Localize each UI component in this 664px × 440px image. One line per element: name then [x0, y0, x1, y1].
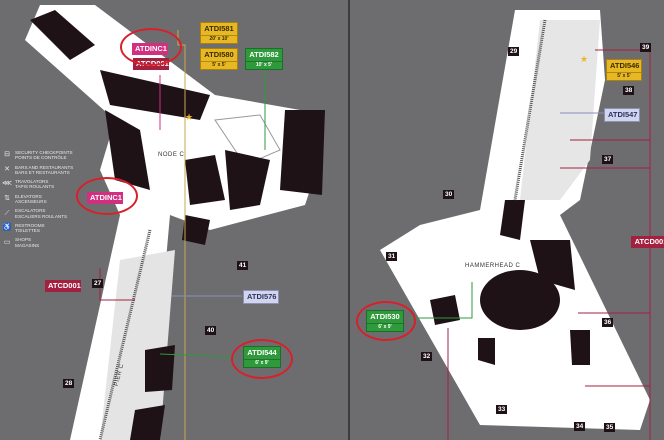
leader-line [408, 282, 473, 319]
gate-30[interactable]: 30 [443, 190, 455, 199]
tag-atdi547[interactable]: ATDI547 [604, 108, 640, 122]
shop-block [130, 405, 165, 440]
pier-c-zone [100, 250, 175, 440]
travolator [513, 19, 547, 201]
shop-block [182, 215, 210, 245]
star-marker-icon: ★ [580, 54, 588, 64]
security-checkpoint-icon: ⊟ [4, 151, 10, 159]
highlight-ring [120, 28, 182, 66]
gate-38[interactable]: 38 [623, 86, 635, 95]
hammerhead-c-label: HAMMERHEAD C [465, 263, 521, 269]
legend-label-fr: POINTS DE CONTRÔLE [15, 155, 67, 161]
shop-icon: ▭ [3, 238, 11, 246]
tag-size: 5' x 5' [201, 60, 237, 69]
gate-32[interactable]: 32 [421, 352, 433, 361]
gate-33[interactable]: 33 [496, 405, 508, 414]
highlight-ring [356, 301, 416, 341]
tag-atcd001-right[interactable]: ATCD001 [631, 236, 664, 248]
leader-line [159, 353, 236, 358]
legend-label-en: SECURITY CHECKPOINTS [15, 150, 73, 155]
tag-code: ATDI546 [610, 61, 640, 70]
tag-code: ATDI580 [204, 50, 234, 59]
leader-line [99, 268, 135, 301]
legend-label-fr: MAGASINS [15, 242, 40, 248]
concourse-zone [520, 20, 600, 200]
restroom-icon: ♿ [2, 224, 12, 232]
gate-31[interactable]: 31 [386, 252, 398, 261]
shop-block [225, 150, 270, 210]
tag-size: 20' x 10' [201, 34, 237, 43]
gate-34[interactable]: 34 [574, 422, 586, 431]
legend-label-fr: BARS ET RESTAURANTS [15, 169, 70, 175]
shop-block [530, 240, 575, 290]
hammerhead-shops [480, 270, 560, 330]
gate-37[interactable]: 37 [602, 155, 614, 164]
shop-block [100, 70, 210, 120]
gate-39[interactable]: 39 [640, 43, 652, 52]
star-marker-icon: ★ [185, 112, 193, 122]
legend-label-en: RESTROOMS [15, 222, 45, 228]
tag-size: 5' x 5' [607, 71, 641, 80]
shop-block [185, 155, 225, 205]
highlight-ring [76, 177, 138, 215]
node-c-label: NODE C [158, 152, 185, 158]
gate-36[interactable]: 36 [602, 318, 614, 327]
gate-35[interactable]: 35 [604, 423, 616, 432]
legend-label-en: TRAVOLATORS [15, 179, 49, 185]
legend-label-fr: TOILETTES [15, 228, 40, 234]
legend-label-en: ESCALATORS [15, 208, 46, 214]
shop-block [500, 200, 525, 240]
highlight-ring [231, 339, 293, 379]
gate-27[interactable]: 27 [92, 279, 104, 288]
node-c-floor [25, 5, 320, 440]
legend-label-en: BARS AND RESTAURANTS [15, 164, 74, 170]
gate-40[interactable]: 40 [205, 326, 217, 335]
tag-code: ATDI576 [247, 292, 277, 301]
legend-label-en: ELEVATORS [15, 193, 42, 199]
tag-atcd001-left[interactable]: ATCD001 [45, 280, 81, 292]
tag-code: ATDI547 [608, 110, 638, 119]
tag-atdi576[interactable]: ATDI576 [243, 290, 279, 304]
escalator-icon: ⟋ [4, 209, 10, 217]
elevator-icon: ⇅ [4, 194, 10, 202]
shop-block [30, 10, 95, 60]
shop-block [280, 110, 325, 195]
tag-code: ATCD001 [48, 281, 81, 290]
travolator-icon: ⋘ [2, 180, 12, 188]
gate-28[interactable]: 28 [63, 379, 75, 388]
shop-block [570, 330, 590, 365]
tag-code: ATDI582 [249, 50, 279, 59]
bar-restaurant-icon: ✕ [4, 165, 10, 173]
tag-size: 10' x 5' [246, 60, 282, 69]
legend-label-en: SHOPS [15, 237, 32, 243]
tag-code: ATDI581 [204, 24, 234, 33]
legend-label-fr: ESCALIERS ROULANTS [15, 213, 68, 219]
legend-label-fr: ASCENSEURS [15, 198, 47, 204]
gate-41[interactable]: 41 [237, 261, 249, 270]
shop-block [105, 110, 150, 190]
shop-block [145, 345, 175, 392]
tag-code: ATCD001 [634, 237, 664, 246]
legend-label-fr: TAPIS ROULANTS [15, 184, 55, 190]
central-island [214, 114, 281, 166]
gate-29[interactable]: 29 [508, 47, 520, 56]
shop-block [430, 295, 460, 325]
shop-block [478, 338, 495, 365]
